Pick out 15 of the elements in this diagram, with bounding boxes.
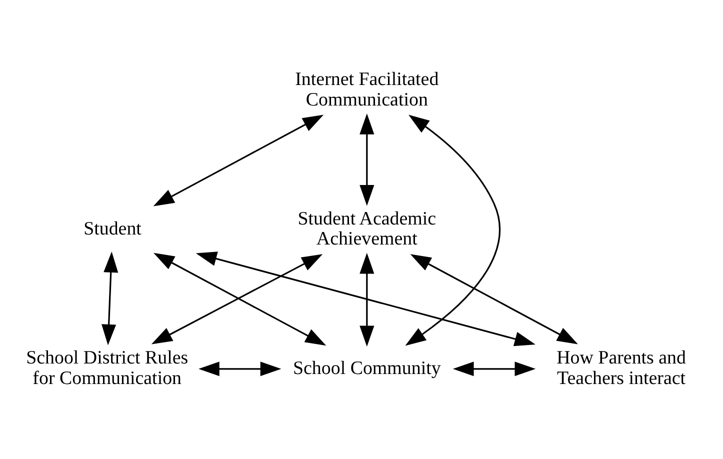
arrow xyxy=(198,362,282,376)
arrow xyxy=(452,362,536,376)
arrow xyxy=(196,252,536,346)
arrow xyxy=(410,254,578,344)
node-text: How Parents and Teachers interact xyxy=(556,348,686,390)
arrow xyxy=(360,252,374,347)
node-text: Student Academic Achievement xyxy=(298,208,436,250)
arrow xyxy=(102,252,118,346)
node-text: Internet Facilitated Communication xyxy=(295,68,439,110)
node-text: Student xyxy=(84,218,142,240)
arrow xyxy=(153,114,324,206)
arrow xyxy=(360,113,374,206)
node-text: School District Rules for Communication xyxy=(26,348,188,390)
arrow xyxy=(405,114,500,346)
node-text: School Community xyxy=(292,358,441,379)
